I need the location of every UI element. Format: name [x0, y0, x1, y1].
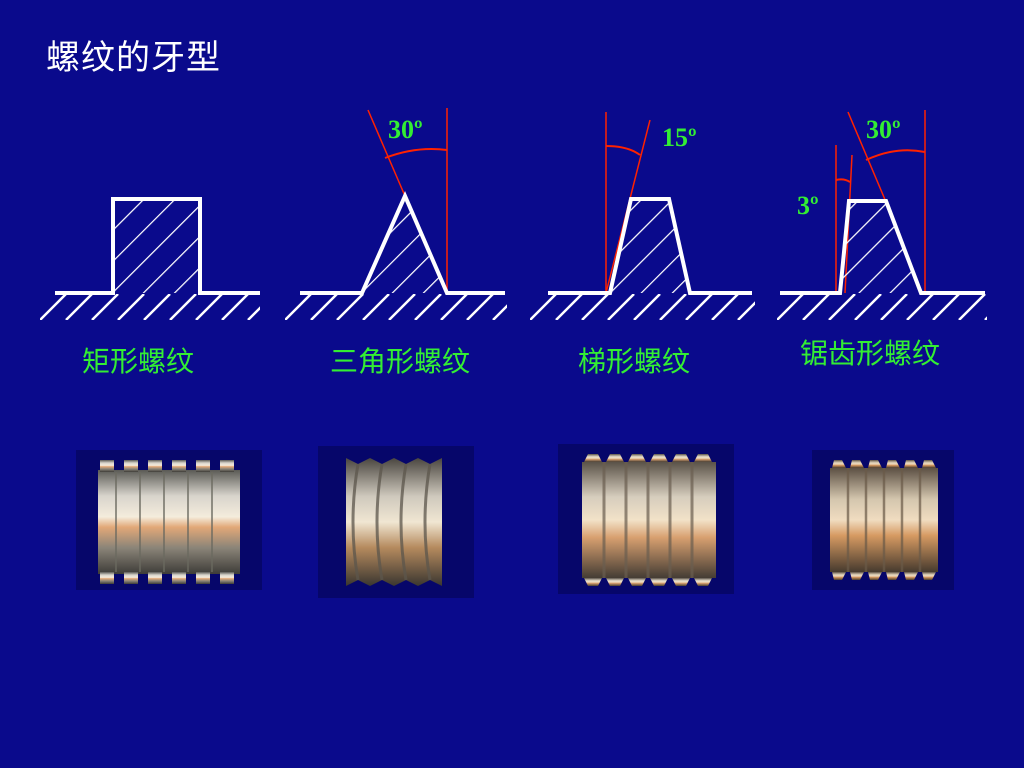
slide-title: 螺纹的牙型 — [46, 38, 221, 78]
triangular-thread-profile: 30º — [285, 108, 507, 320]
trapezoidal-thread-label: 梯形螺纹 — [578, 345, 691, 378]
flank-extension-line — [847, 111, 887, 203]
small-angle-label: 3º — [797, 191, 819, 220]
trapezoidal-thread-photo — [558, 444, 734, 594]
angle-label: 15º — [662, 123, 697, 152]
triangular-thread-label: 三角形螺纹 — [330, 345, 471, 378]
angle-label: 30º — [866, 115, 901, 144]
buttress-thread-label: 锯齿形螺纹 — [800, 337, 941, 370]
angle-label: 30º — [388, 115, 423, 144]
triangular-thread-photo — [318, 446, 474, 598]
rectangular-thread-photo — [76, 450, 262, 590]
small-angle-arc — [835, 178, 851, 183]
buttress-thread-profile: 30º 3º — [777, 110, 987, 320]
angle-arc — [865, 149, 926, 161]
angle-arc — [605, 145, 641, 156]
angle-arc — [384, 148, 448, 159]
rectangular-thread-label: 矩形螺纹 — [82, 345, 195, 378]
trapezoidal-thread-profile: 15º — [530, 112, 755, 320]
thread-profile-diagram: 30º 15º — [40, 108, 987, 320]
rectangular-thread-profile — [40, 197, 260, 320]
buttress-thread-photo — [812, 450, 954, 590]
flank-extension-line — [367, 109, 406, 197]
